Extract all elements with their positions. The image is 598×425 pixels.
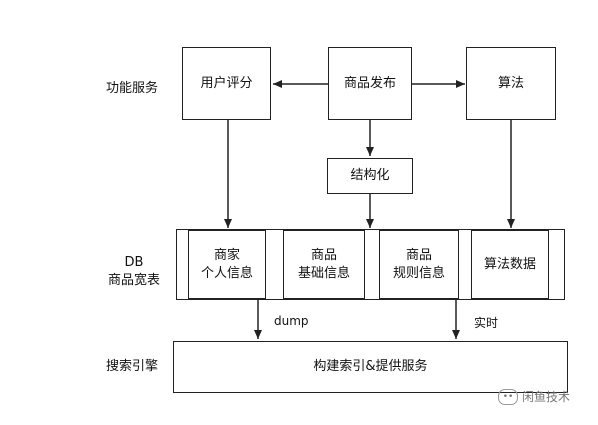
node-rules-line1: 商品: [405, 247, 432, 263]
node-base-line1: 商品: [310, 247, 337, 263]
node-algorithm-label: 算法: [497, 75, 524, 91]
node-publish-label: 商品发布: [343, 75, 396, 91]
node-publish: 商品发布: [328, 47, 412, 120]
node-base-info: 商品 基础信息: [283, 230, 365, 299]
row-label-search: 搜索引擎: [106, 359, 159, 374]
node-algorithm: 算法: [466, 47, 556, 120]
node-index-service: 构建索引&提供服务: [173, 341, 568, 393]
watermark-text: 闲鱼技术: [522, 390, 571, 404]
node-structuring: 结构化: [327, 158, 413, 194]
row-label-service: 功能服务: [106, 81, 159, 96]
row-label-db: DB 商品宽表: [106, 254, 162, 290]
node-base-line2: 基础信息: [297, 265, 350, 281]
node-merchant-line1: 商家: [213, 247, 240, 263]
row-label-db-line1: DB: [124, 255, 144, 270]
node-user-review: 用户评分: [182, 47, 271, 120]
watermark: •• 闲鱼技术: [498, 388, 570, 405]
node-index-service-label: 构建索引&提供服务: [313, 359, 428, 374]
edge-label-dump: dump: [274, 314, 309, 328]
node-algo-data: 算法数据: [471, 230, 549, 299]
edge-label-realtime: 实时: [474, 316, 499, 330]
node-rules-info: 商品 规则信息: [379, 230, 459, 299]
node-user-review-label: 用户评分: [200, 75, 253, 91]
wechat-icon: ••: [498, 388, 518, 405]
node-merchant-line2: 个人信息: [200, 265, 253, 281]
node-merchant-info: 商家 个人信息: [188, 230, 266, 299]
node-structuring-label: 结构化: [350, 168, 390, 183]
node-algo-data-label: 算法数据: [483, 256, 536, 272]
node-rules-line2: 规则信息: [392, 265, 445, 281]
row-label-db-line2: 商品宽表: [107, 273, 160, 288]
